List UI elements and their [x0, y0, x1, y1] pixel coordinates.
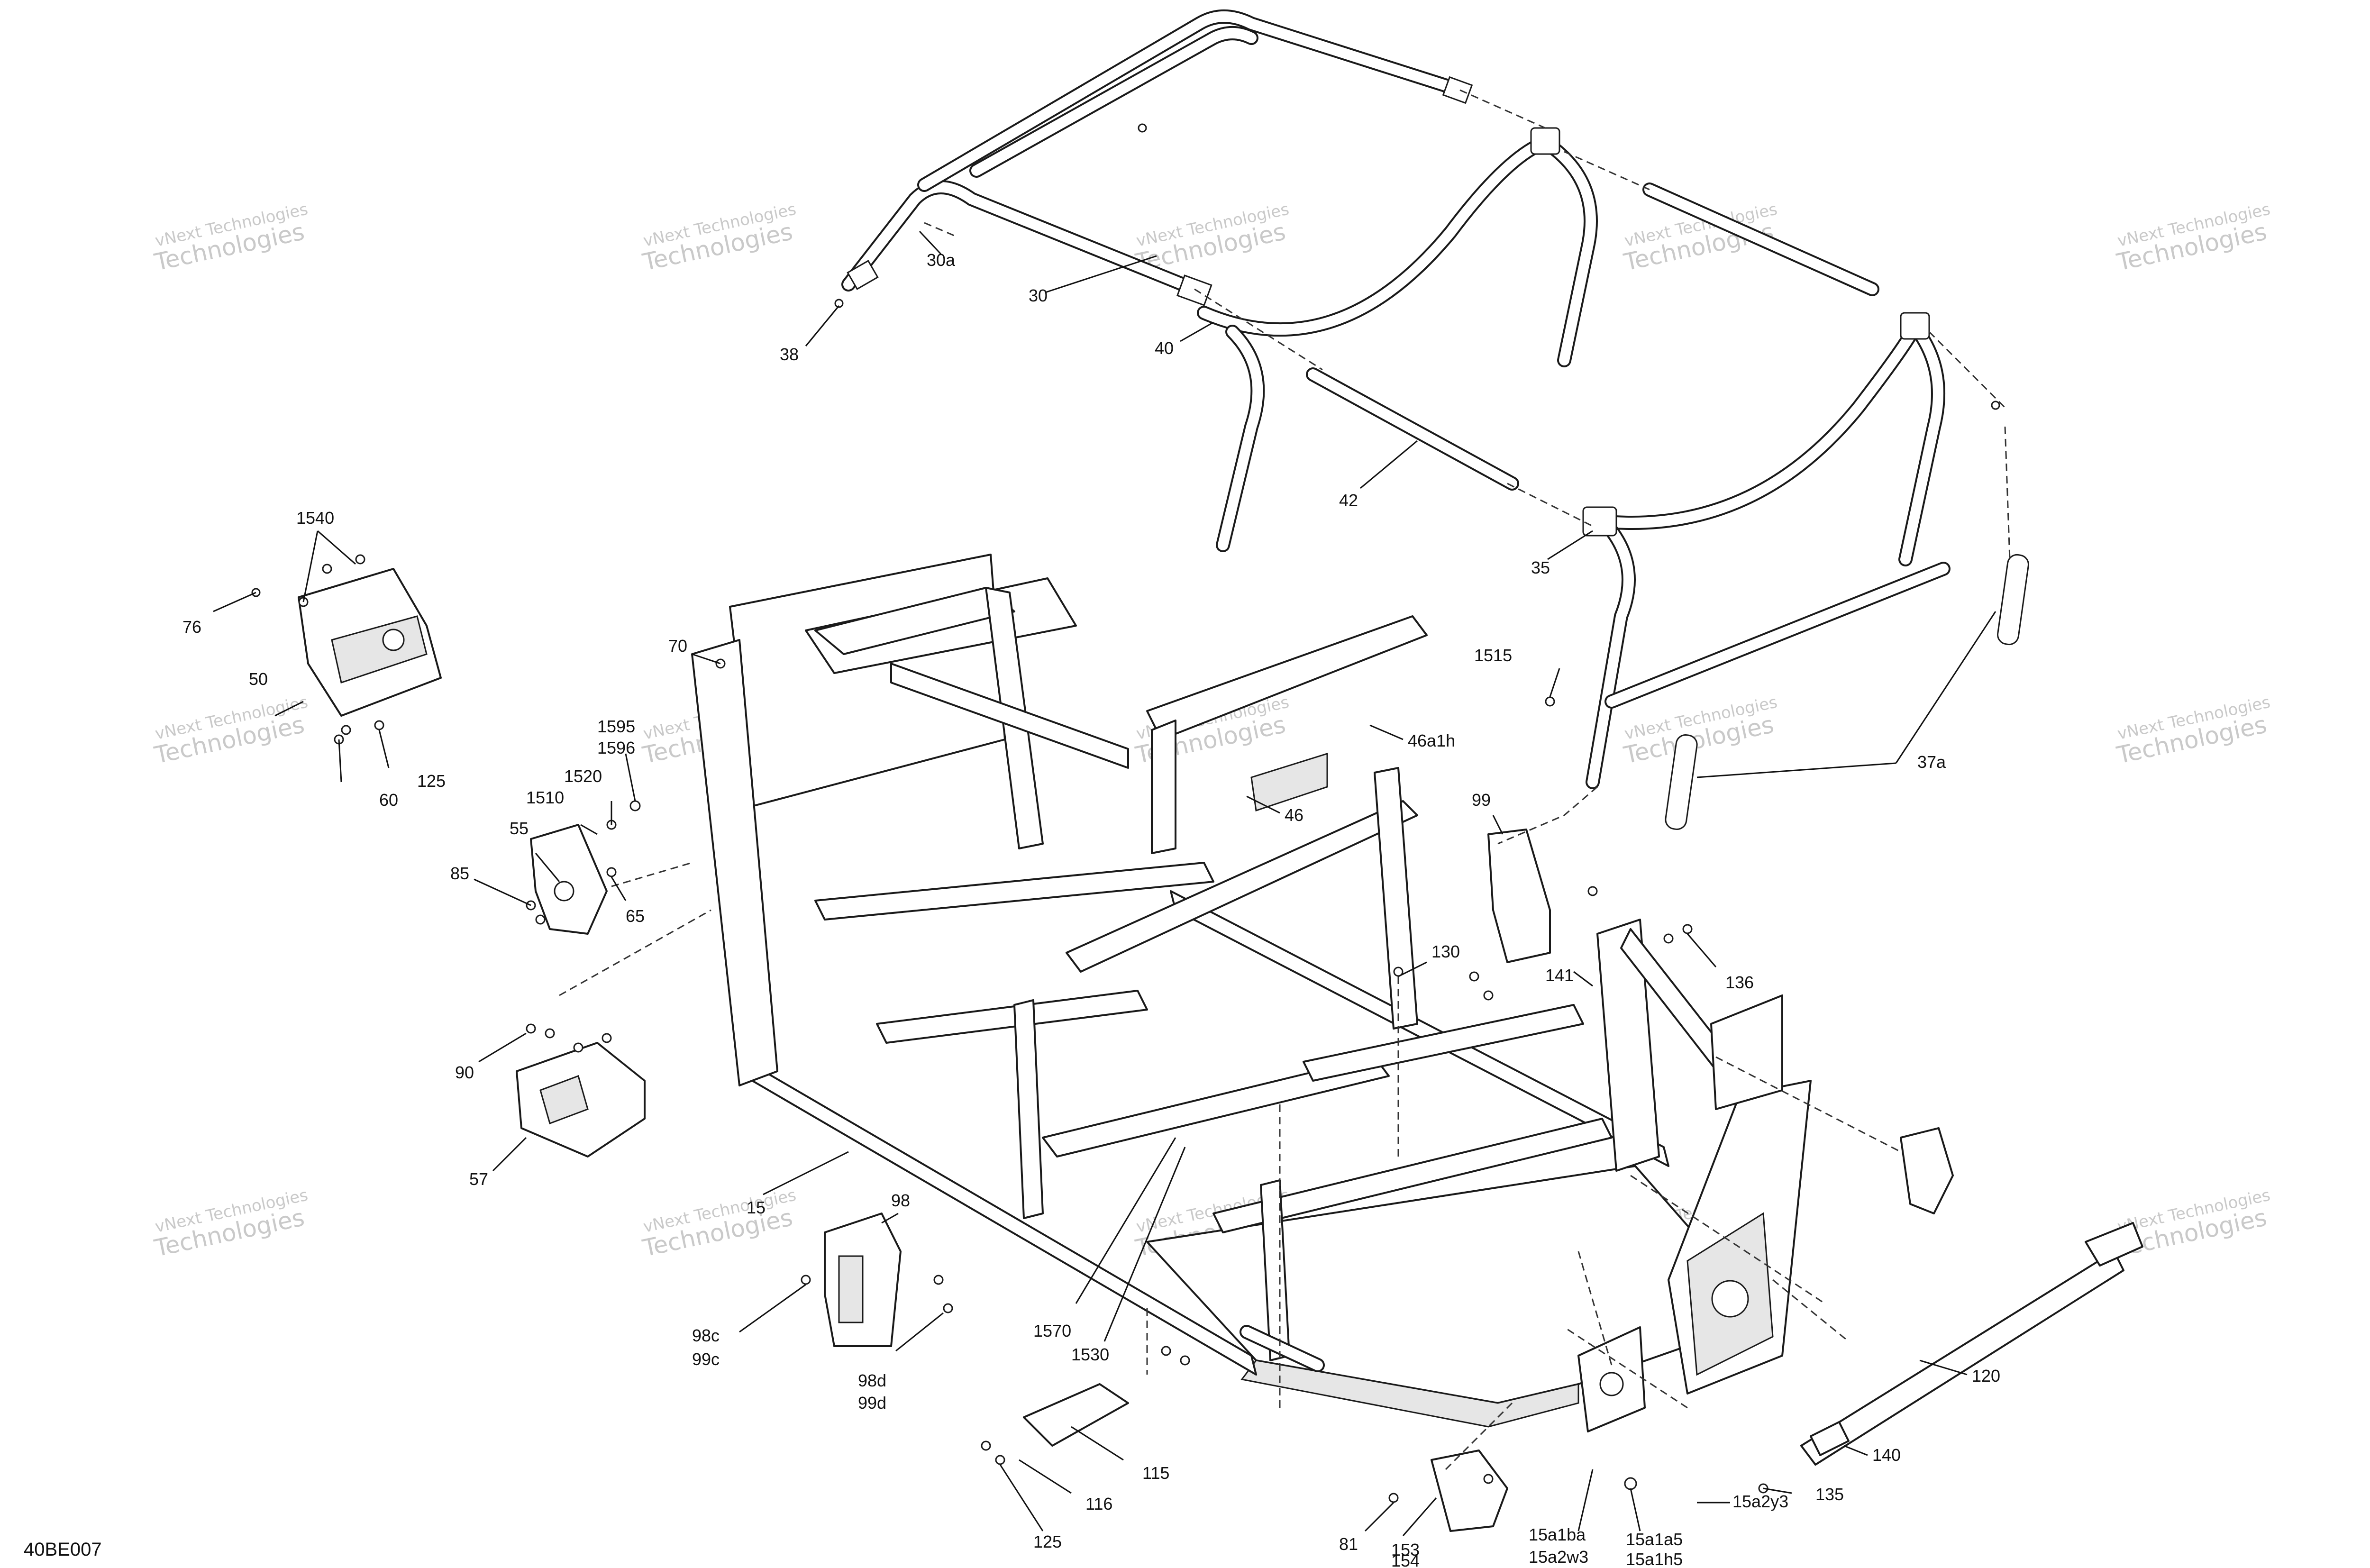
label-40: 40 [1155, 338, 1174, 358]
label-15: 15 [747, 1198, 766, 1217]
roll-cage [841, 9, 2029, 830]
label-115: 115 [1142, 1463, 1169, 1483]
label-90: 90 [455, 1063, 474, 1082]
label-1530: 1530 [1071, 1345, 1109, 1364]
watermark: vNext Technologies Technologies [1621, 693, 1779, 769]
label-50: 50 [249, 669, 268, 689]
label-98d: 98d [858, 1371, 886, 1390]
label-15a1h5: 15a1h5 [1626, 1550, 1683, 1568]
label-98: 98 [891, 1191, 910, 1210]
label-141: 141 [1545, 966, 1574, 985]
watermark: vNext Technologies Technologies [2114, 200, 2272, 276]
watermark: vNext Technologies Technologies [1133, 200, 1291, 276]
label-76: 76 [182, 617, 201, 637]
label-37a: 37a [1917, 752, 1946, 772]
watermark: vNext Technologies Technologies [2114, 1185, 2272, 1262]
small-parts [251, 123, 2143, 1532]
label-55: 55 [510, 819, 529, 838]
label-15a1ba: 15a1ba [1529, 1525, 1586, 1544]
label-35: 35 [1531, 558, 1550, 577]
label-120: 120 [1972, 1366, 2000, 1386]
label-125-lower: 125 [1033, 1532, 1062, 1551]
watermark: vNext Technologies Technologies [152, 693, 310, 769]
label-99c: 99c [692, 1349, 720, 1369]
label-15a2w3: 15a2w3 [1529, 1547, 1588, 1567]
explosion-lines [559, 89, 2011, 1470]
watermark: vNext Technologies Technologies [640, 200, 798, 276]
diagram-code: 40BE007 [24, 1539, 102, 1560]
label-1595: 1595 [597, 717, 635, 736]
label-99d: 99d [858, 1393, 886, 1413]
label-1540: 1540 [296, 508, 334, 528]
label-153: 153 [1391, 1540, 1420, 1559]
label-15a2y3: 15a2y3 [1732, 1492, 1788, 1511]
label-116: 116 [1085, 1494, 1112, 1513]
label-1520: 1520 [564, 766, 602, 786]
label-98c: 98c [692, 1326, 720, 1345]
label-1510: 1510 [526, 788, 564, 807]
watermark: vNext Technologies Technologies [152, 1185, 310, 1262]
label-99: 99 [1472, 790, 1491, 810]
label-46: 46 [1285, 805, 1304, 825]
label-42: 42 [1339, 491, 1358, 510]
label-1596: 1596 [597, 738, 635, 757]
part-labels: 30a 30 38 40 42 35 1515 37a 46a1h 46 99 … [182, 250, 2000, 1568]
label-65: 65 [626, 906, 645, 926]
label-30: 30 [1029, 286, 1048, 305]
label-1515: 1515 [1474, 646, 1512, 665]
label-125-upper: 125 [417, 771, 446, 791]
label-15a1a5: 15a1a5 [1626, 1530, 1683, 1549]
leader-lines [213, 230, 1996, 1536]
label-60: 60 [379, 790, 398, 810]
label-140: 140 [1872, 1445, 1901, 1465]
label-130: 130 [1431, 942, 1460, 961]
label-38: 38 [780, 345, 799, 364]
watermark: vNext Technologies Technologies [2114, 693, 2272, 769]
label-46a1h: 46a1h [1408, 731, 1455, 750]
label-154: 154 [1391, 1551, 1420, 1568]
main-frame [691, 554, 1812, 1432]
label-135: 135 [1815, 1485, 1844, 1504]
label-70: 70 [668, 636, 687, 656]
watermark: vNext Technologies Technologies [152, 200, 310, 276]
label-81: 81 [1339, 1534, 1358, 1554]
label-136: 136 [1725, 973, 1754, 992]
label-85: 85 [450, 864, 469, 883]
label-1570: 1570 [1033, 1321, 1071, 1340]
watermark: vNext Technologies Technologies [640, 1185, 798, 1262]
label-57: 57 [469, 1169, 488, 1189]
label-30a: 30a [927, 250, 956, 270]
